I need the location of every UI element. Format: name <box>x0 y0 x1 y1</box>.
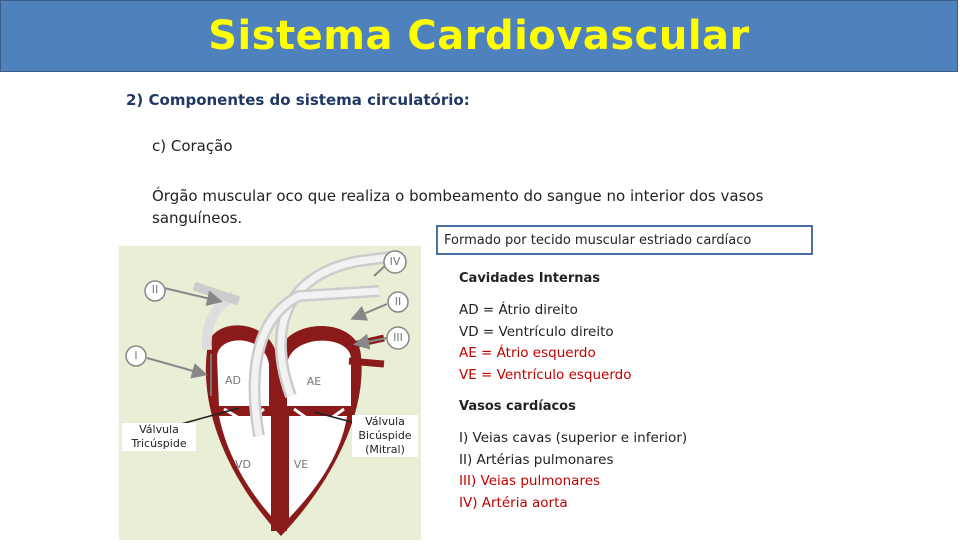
cavity-ae: AE = Átrio esquerdo <box>459 345 596 361</box>
title-bar: Sistema Cardiovascular <box>0 0 958 72</box>
heart-illustration <box>119 246 421 540</box>
vessel-pulmonary-artery: II) Artérias pulmonares <box>459 451 614 468</box>
bicuspid-valve-shape <box>293 407 345 423</box>
heart-diagram: II IV II III I AD AE VD VE Válvula Tricú… <box>119 246 421 540</box>
septum <box>271 351 287 531</box>
bicuspid-label-line1: Válvula <box>365 415 405 428</box>
label-ae: AE <box>306 375 322 388</box>
bicuspid-valve-label: Válvula Bicúspide (Mitral) <box>352 415 418 457</box>
left-ventricle-chamber <box>289 416 347 518</box>
cavities-list: AD = Átrio direito VD = Ventrículo direi… <box>459 300 632 386</box>
label-ii-left: II <box>151 283 159 296</box>
label-ii-right: II <box>394 295 402 308</box>
label-vd: VD <box>235 458 251 471</box>
left-atrium-chamber <box>287 340 351 406</box>
pulmonary-artery-highlight <box>251 287 380 437</box>
cavity-vd: VD = Ventrículo direito <box>459 323 614 340</box>
cavities-title: Cavidades Internas <box>459 271 601 286</box>
tricuspid-valve-label: Válvula Tricúspide <box>122 423 196 451</box>
right-ventricle-chamber <box>219 416 271 516</box>
label-iv: IV <box>389 255 401 268</box>
bicuspid-label-line3: (Mitral) <box>365 443 405 456</box>
tissue-callout: Formado por tecido muscular estriado car… <box>436 225 813 255</box>
vessel-aorta: IV) Artéria aorta <box>459 494 568 511</box>
cavity-ad: AD = Átrio direito <box>459 302 578 318</box>
slide-title: Sistema Cardiovascular <box>208 13 750 59</box>
heart-description: Órgão muscular oco que realiza o bombeam… <box>152 187 764 227</box>
section-heading: 2) Componentes do sistema circulatório: <box>126 91 470 109</box>
label-iii: III <box>393 331 403 344</box>
bicuspid-label-line2: Bicúspide <box>358 429 412 442</box>
vessel-vena-cava: I) Veias cavas (superior e inferior) <box>459 430 688 446</box>
label-ve: VE <box>293 458 309 471</box>
vessels-list: I) Veias cavas (superior e inferior) II)… <box>459 428 687 514</box>
vessels-title: Vasos cardíacos <box>459 399 576 414</box>
label-i: I <box>134 349 138 362</box>
label-ad: AD <box>225 374 241 387</box>
tissue-callout-text: Formado por tecido muscular estriado car… <box>444 232 752 248</box>
vessel-pulmonary-vein: III) Veias pulmonares <box>459 473 601 489</box>
subsection-heading: c) Coração <box>152 137 233 155</box>
cavity-ve: VE = Ventrículo esquerdo <box>459 366 632 383</box>
